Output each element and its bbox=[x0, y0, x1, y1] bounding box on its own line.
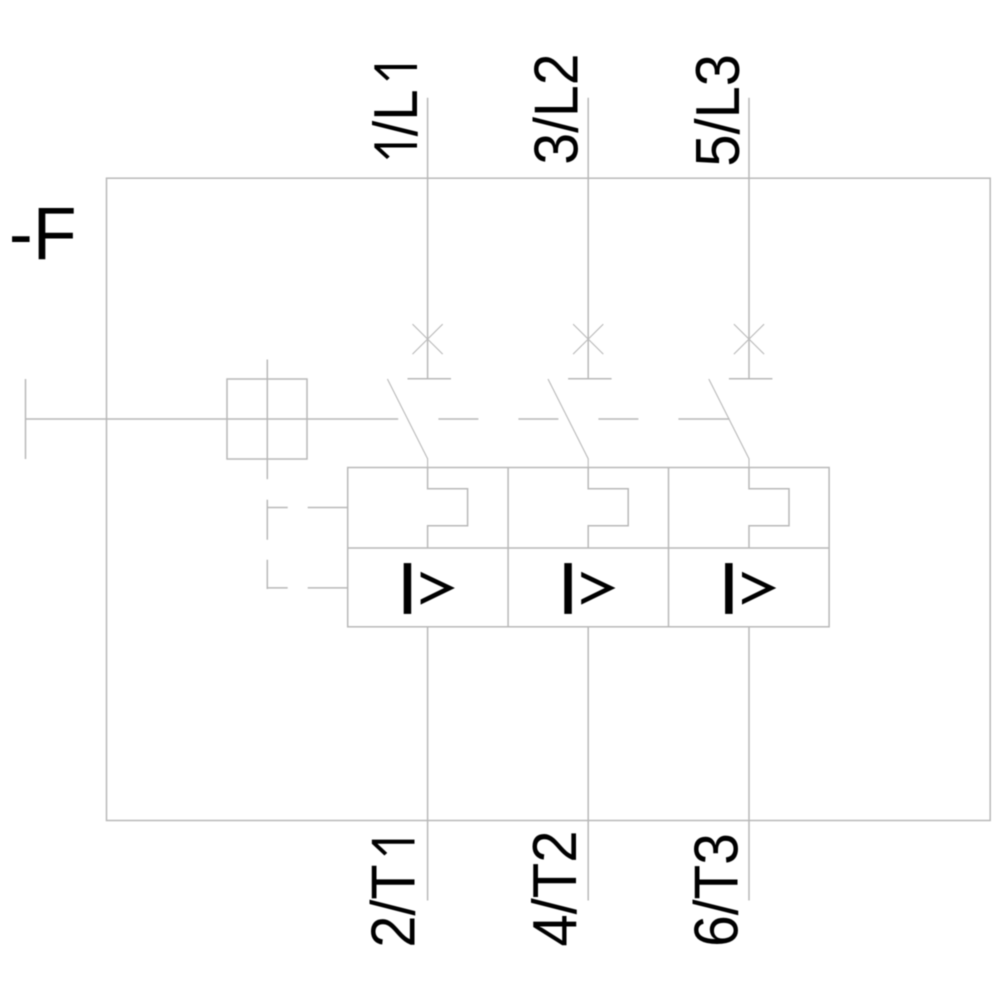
svg-text:/L: /L bbox=[361, 89, 431, 136]
svg-text:4/T2: 4/T2 bbox=[520, 831, 589, 947]
svg-text:3/L2: 3/L2 bbox=[521, 53, 591, 164]
svg-text:5/L3: 5/L3 bbox=[683, 54, 752, 167]
svg-text:2/T: 2/T bbox=[359, 864, 428, 947]
svg-text:6/T3: 6/T3 bbox=[681, 833, 751, 947]
svg-text:-F: -F bbox=[9, 193, 77, 275]
